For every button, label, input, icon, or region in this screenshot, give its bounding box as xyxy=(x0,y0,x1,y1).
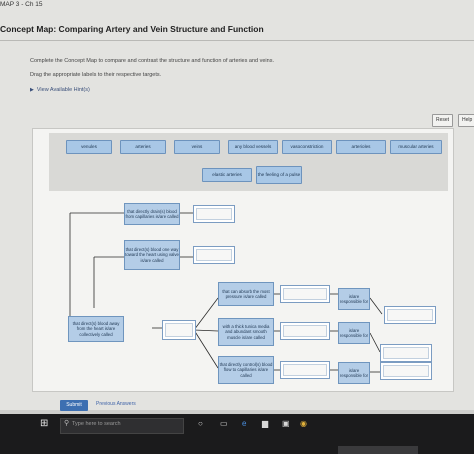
search-placeholder: Type here to search xyxy=(72,421,121,427)
label-any-blood-vessels[interactable]: any blood vessels xyxy=(228,140,278,154)
monitor-bezel-label xyxy=(338,446,418,454)
node-absorb-pressure: that can absorb the most pressure is/are… xyxy=(218,282,274,306)
label-veins[interactable]: veins xyxy=(174,140,220,154)
previous-answers-link[interactable]: Previous Answers xyxy=(96,401,136,407)
drop-target-9[interactable] xyxy=(380,362,432,380)
node-away-from-heart: that direct(s) blood away from the heart… xyxy=(68,316,124,342)
node-responsible-1: is/are responsible for xyxy=(338,288,370,310)
label-venules[interactable]: venules xyxy=(66,140,112,154)
hints-label: View Available Hint(s) xyxy=(36,87,90,93)
drop-target-2[interactable] xyxy=(193,246,235,264)
node-responsible-3: is/are responsible for xyxy=(338,362,370,384)
reset-button[interactable]: Reset xyxy=(432,114,454,127)
chrome-icon[interactable]: ◉ xyxy=(300,419,307,428)
cortana-icon[interactable]: ○ xyxy=(198,419,203,428)
node-drain-capillaries: that directly drain(s) blood from capill… xyxy=(124,203,180,225)
breadcrumb: MAP 3 - Ch 15 xyxy=(0,1,43,8)
instruction-text: Drag the appropriate labels to their res… xyxy=(30,72,162,78)
search-icon: ⚲ xyxy=(64,420,70,427)
drop-target-8[interactable] xyxy=(280,361,330,379)
divider xyxy=(0,40,474,41)
node-tunica-media: with a thick tunica media and abundant s… xyxy=(218,318,274,346)
label-elastic-arteries[interactable]: elastic arteries xyxy=(202,168,252,182)
label-vasoconstriction[interactable]: vasoconstriction xyxy=(282,140,332,154)
task-view-icon[interactable]: ▭ xyxy=(220,419,228,428)
node-one-way-valve: that direct(s) blood one way toward the … xyxy=(124,240,180,270)
windows-start-icon[interactable]: ⊞ xyxy=(40,418,49,429)
label-muscular-arteries[interactable]: muscular arteries xyxy=(390,140,442,154)
drop-target-7[interactable] xyxy=(380,344,432,362)
page-title: Concept Map: Comparing Artery and Vein S… xyxy=(0,24,264,34)
label-feeling-of-pulse[interactable]: the feeling of a pulse xyxy=(256,166,302,184)
drop-target-6[interactable] xyxy=(280,322,330,340)
label-arterioles[interactable]: arterioles xyxy=(336,140,386,154)
help-button[interactable]: Help xyxy=(458,114,474,127)
browser-content: MAP 3 - Ch 15 Concept Map: Comparing Art… xyxy=(0,0,474,411)
node-responsible-2: is/are responsible for xyxy=(338,322,370,344)
drop-target-1[interactable] xyxy=(193,205,235,223)
taskbar-search-input[interactable] xyxy=(60,418,184,434)
file-explorer-icon[interactable]: ▆ xyxy=(262,419,269,428)
drop-target-5[interactable] xyxy=(384,306,436,324)
drop-target-3[interactable] xyxy=(162,320,196,340)
drop-target-4[interactable] xyxy=(280,285,330,303)
edge-icon[interactable]: e xyxy=(242,419,247,428)
instruction-text: Complete the Concept Map to compare and … xyxy=(30,58,274,64)
view-hints-link[interactable]: ▶View Available Hint(s) xyxy=(30,87,90,93)
caret-right-icon: ▶ xyxy=(30,87,34,93)
node-control-blood-flow: that directly control(s) blood flow to c… xyxy=(218,356,274,384)
submit-button[interactable]: Submit xyxy=(60,400,88,411)
store-icon[interactable]: ▣ xyxy=(282,419,290,428)
label-arteries[interactable]: arteries xyxy=(120,140,166,154)
